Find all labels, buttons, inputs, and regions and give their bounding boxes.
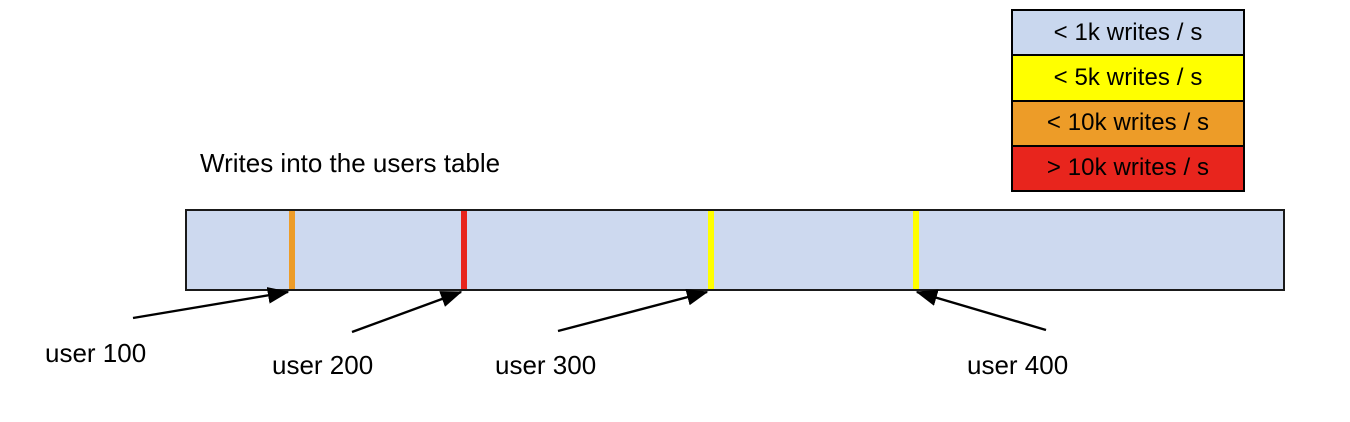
annotation-label-user-100: user 100 xyxy=(45,338,147,368)
legend-label: > 10k writes / s xyxy=(1046,154,1210,182)
legend-label: < 1k writes / s xyxy=(1053,18,1203,46)
annotation-label-user-300: user 300 xyxy=(495,350,597,380)
marker-user-100 xyxy=(289,211,295,289)
legend-row-lt-5k: < 5k writes / s xyxy=(1013,56,1243,102)
arrow-user-400 xyxy=(915,289,1047,332)
annotation-label-user-200: user 200 xyxy=(272,350,374,380)
arrow-user-300 xyxy=(557,288,709,333)
marker-user-200 xyxy=(461,211,467,289)
arrow-user-100 xyxy=(132,287,290,320)
legend-label: < 10k writes / s xyxy=(1046,109,1210,137)
annotation-label-user-400: user 400 xyxy=(967,350,1069,380)
marker-user-300 xyxy=(708,211,714,289)
chart-title: Writes into the users table xyxy=(200,148,501,178)
marker-user-400 xyxy=(913,211,919,289)
legend-label: < 5k writes / s xyxy=(1053,63,1203,91)
legend: < 1k writes / s < 5k writes / s < 10k wr… xyxy=(1011,9,1245,192)
arrow-user-200 xyxy=(351,290,463,334)
legend-row-lt-10k: < 10k writes / s xyxy=(1013,101,1243,147)
legend-row-lt-1k: < 1k writes / s xyxy=(1013,11,1243,57)
bar-fill xyxy=(187,211,1283,289)
legend-row-gt-10k: > 10k writes / s xyxy=(1013,146,1243,190)
users-table-bar xyxy=(185,209,1285,291)
